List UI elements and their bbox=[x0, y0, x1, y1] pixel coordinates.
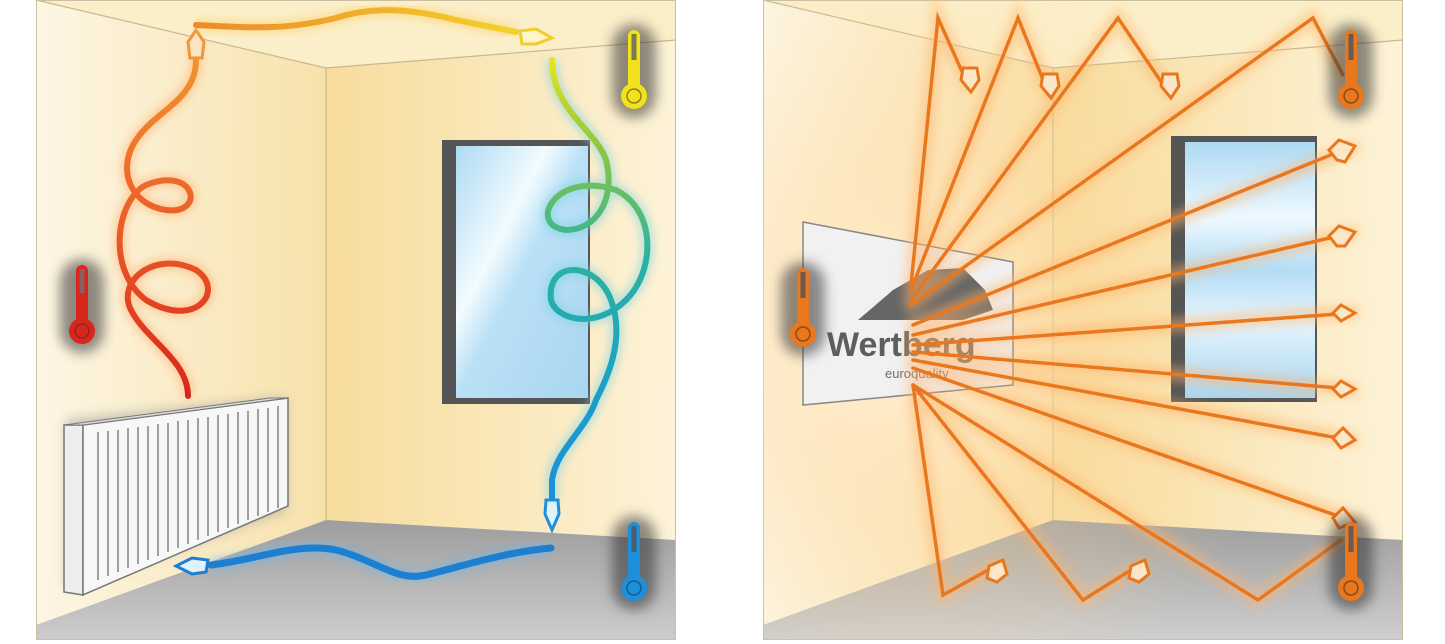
thermometer-icon-lower bbox=[1329, 516, 1373, 610]
thermometer-icon-hot bbox=[60, 259, 104, 353]
infrared-heating-panel: Wertberg euroquality bbox=[763, 0, 1403, 640]
infrared-room-illustration: Wertberg euroquality bbox=[763, 0, 1403, 640]
thermometer-icon-cool bbox=[612, 516, 656, 610]
thermometer-icon-left bbox=[781, 262, 825, 356]
thermometer-icon-warm bbox=[612, 24, 656, 118]
radiator bbox=[63, 397, 289, 597]
thermometer-icon-upper bbox=[1329, 24, 1373, 118]
warm-air-flow bbox=[112, 27, 215, 399]
ceiling bbox=[36, 0, 676, 68]
convection-heating-panel bbox=[36, 0, 676, 640]
ceiling-air-flow bbox=[193, 3, 556, 46]
floor-air-flow bbox=[172, 540, 555, 584]
convection-room-illustration bbox=[36, 0, 676, 640]
cool-air-flow bbox=[540, 57, 655, 534]
